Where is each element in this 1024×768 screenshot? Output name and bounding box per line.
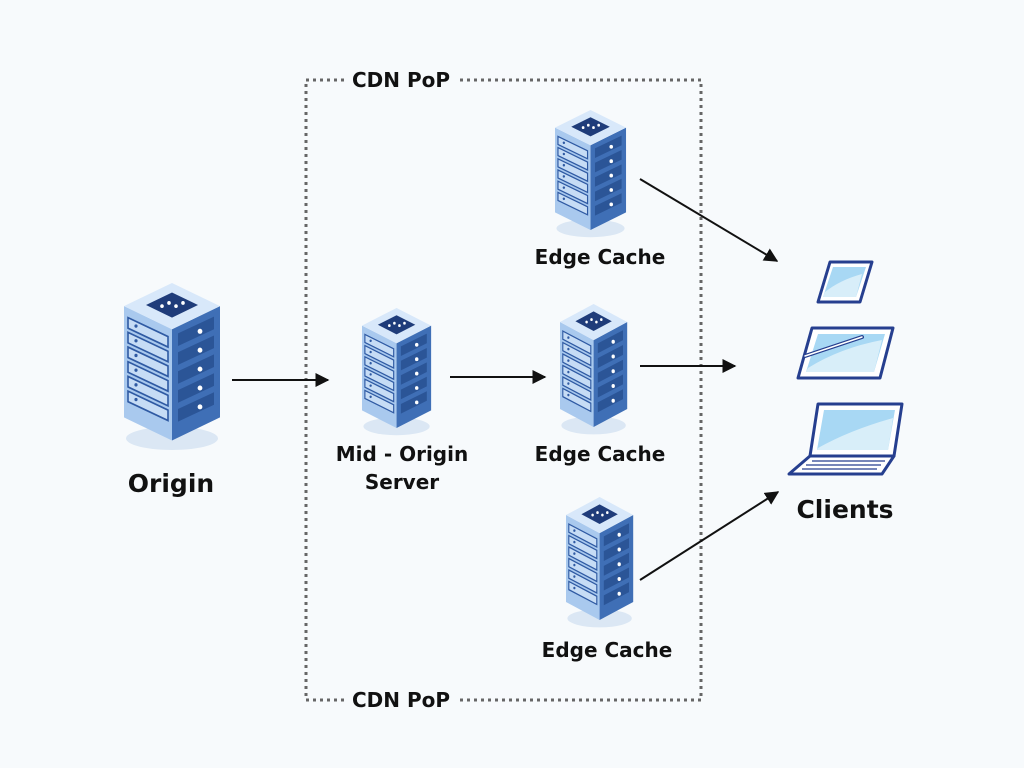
smartphone-icon (816, 260, 874, 304)
origin-label: Origin (127, 469, 215, 498)
cdn-pop-label-bottom: CDN PoP (344, 687, 459, 713)
mid-origin-label-line2: Server (364, 470, 440, 494)
arrow-edge-top-to-clients (639, 178, 779, 262)
arrow-edge-bottom-to-clients (639, 491, 780, 581)
stylus-icon (803, 335, 864, 358)
mid-origin-label-line1: Mid - Origin (335, 442, 469, 466)
laptop-icon (787, 402, 904, 476)
server-icon (554, 109, 627, 238)
edge-cache-middle-label: Edge Cache (534, 442, 666, 466)
tablet-icon (796, 326, 895, 380)
server-icon (361, 307, 432, 436)
edge-cache-bottom-label: Edge Cache (541, 638, 673, 662)
mid-origin-label: Mid - Origin Server (322, 440, 482, 496)
server-icon (565, 496, 634, 629)
server-icon (559, 303, 628, 436)
server-icon (123, 282, 221, 451)
clients-label: Clients (796, 495, 894, 524)
cdn-pop-label-top: CDN PoP (344, 67, 459, 93)
edge-cache-top-label: Edge Cache (534, 245, 666, 269)
cdn-pop-boundary (304, 78, 703, 702)
